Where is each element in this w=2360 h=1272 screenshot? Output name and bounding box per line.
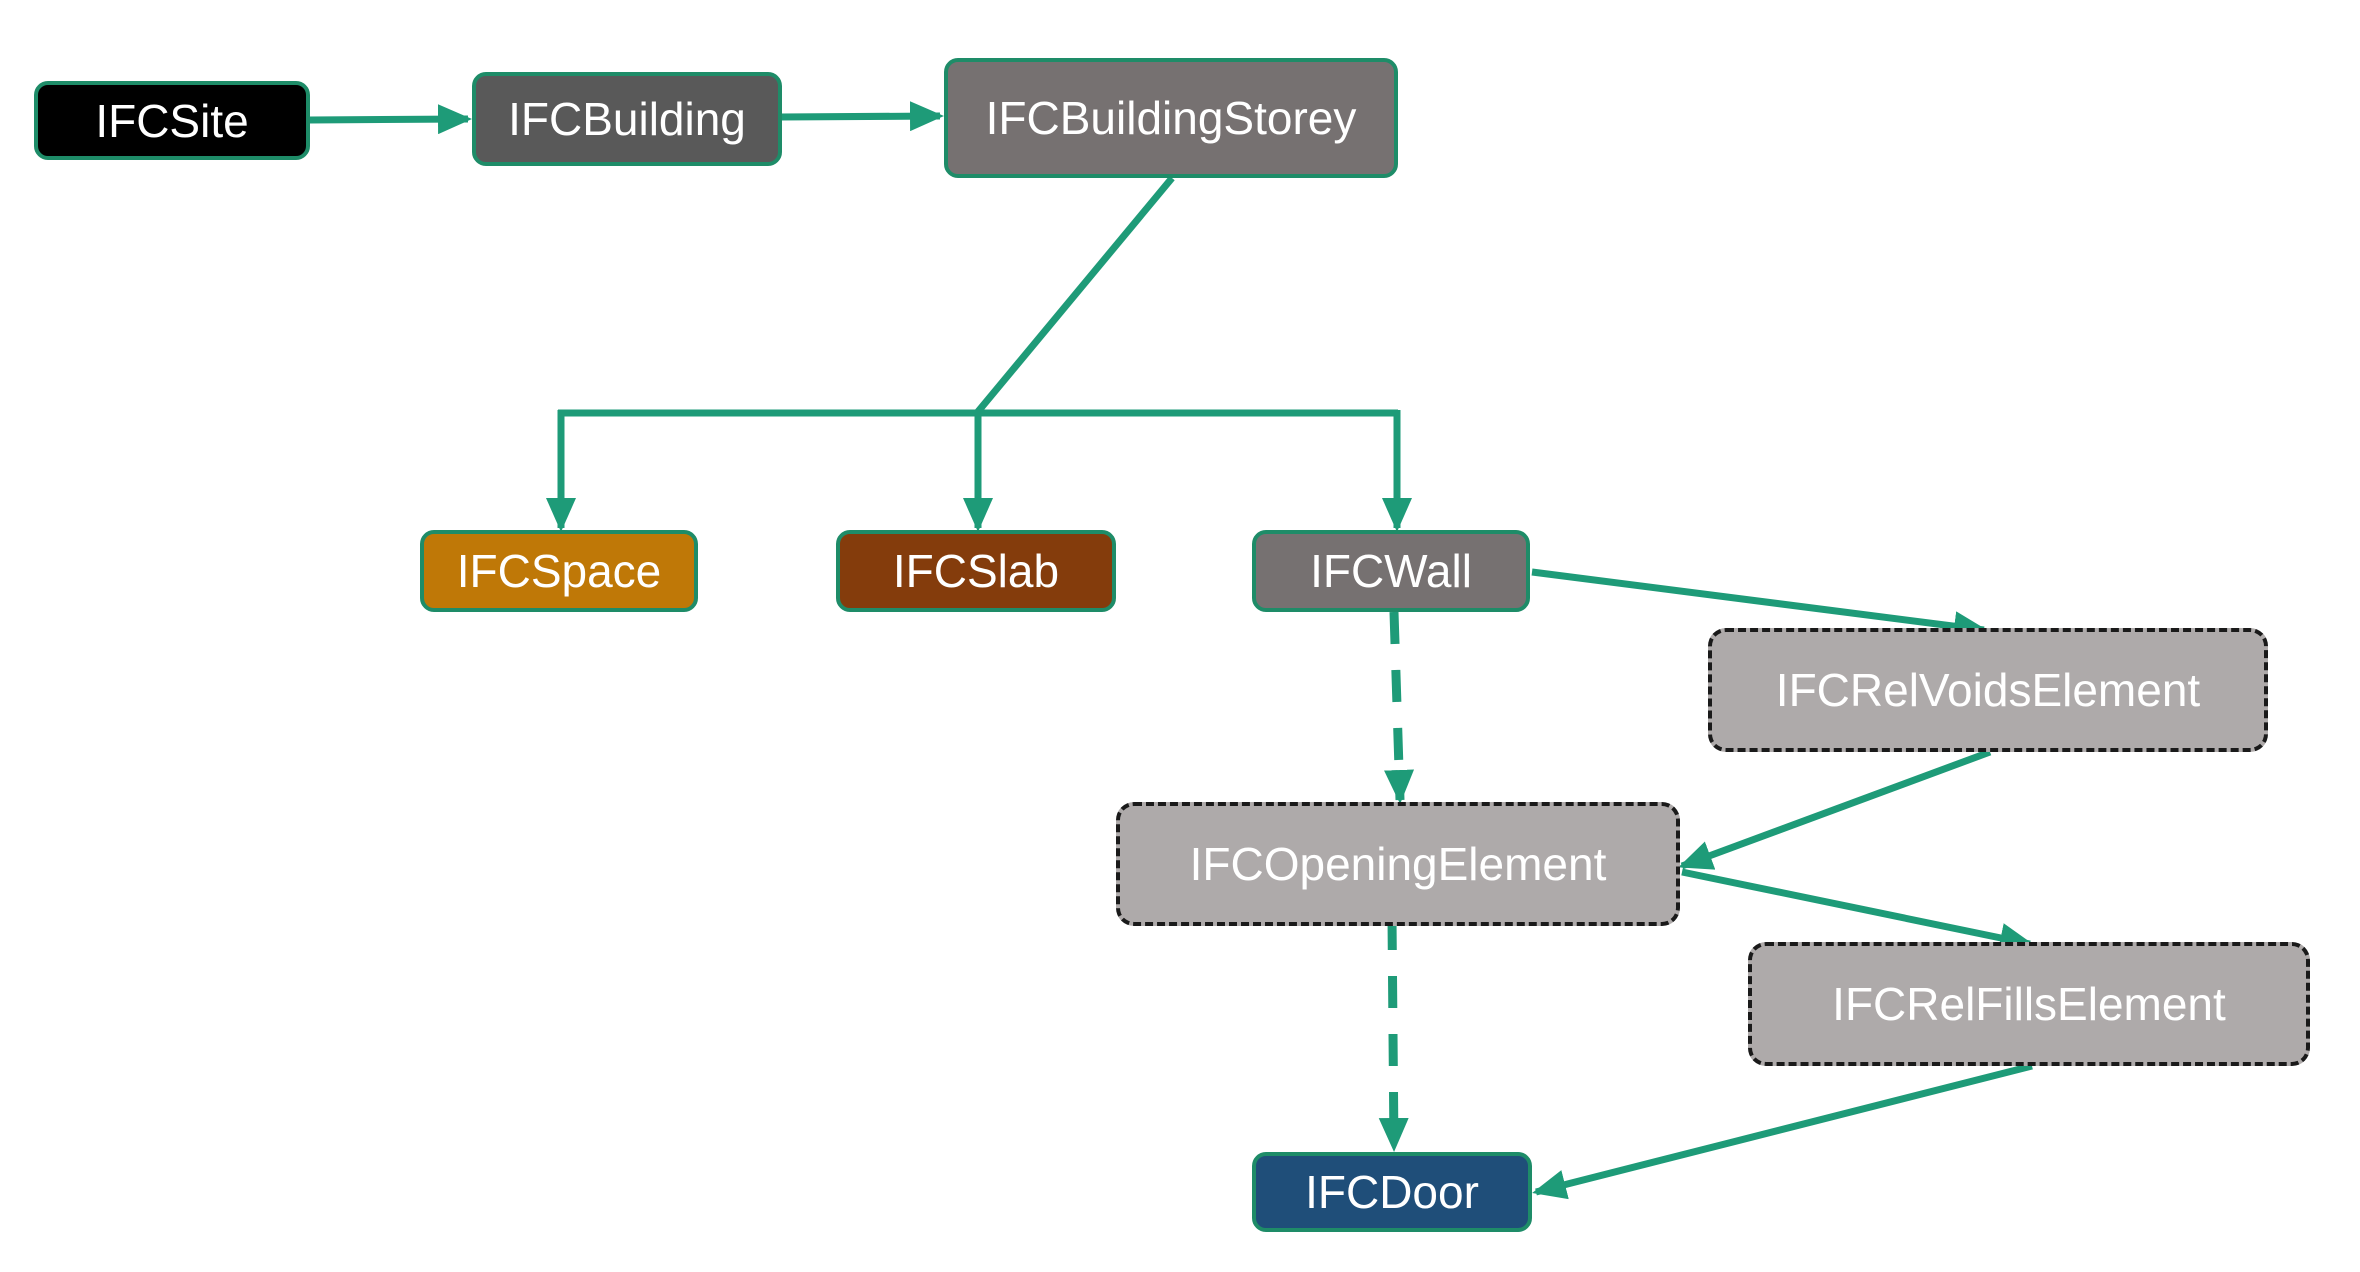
- ifcbuilding-label: IFCBuilding: [508, 93, 746, 145]
- ifcopeningelement-label: IFCOpeningElement: [1189, 838, 1607, 890]
- ifcrelvoidselement-node: IFCRelVoidsElement: [1708, 628, 2268, 752]
- edge-wall-relvoids: [1531, 568, 1988, 642]
- ifcspace-node: IFCSpace: [420, 530, 698, 612]
- edge-opening-relfills: [1681, 868, 2034, 953]
- ifcbuilding-node: IFCBuilding: [472, 72, 782, 166]
- edge-relvoids-opening: [1678, 748, 1992, 870]
- edge-wall-opening: [1384, 611, 1415, 804]
- ifcdoor-node: IFCDoor: [1252, 1152, 1532, 1232]
- ifcwall-node: IFCWall: [1252, 530, 1530, 612]
- ifcspace-label: IFCSpace: [456, 545, 662, 597]
- ifcopeningelement-node: IFCOpeningElement: [1116, 802, 1680, 926]
- edge-site-building: [309, 104, 472, 135]
- ifcrelfillselement-label: IFCRelFillsElement: [1832, 978, 2226, 1030]
- ifcrelvoidselement-label: IFCRelVoidsElement: [1775, 664, 2201, 716]
- ifcbuildingstorey-node: IFCBuildingStorey: [944, 58, 1398, 178]
- ifcrelfillselement-node: IFCRelFillsElement: [1748, 942, 2310, 1066]
- ifcwall-label: IFCWall: [1310, 545, 1472, 597]
- edge-relfills-door: [1532, 1062, 2033, 1200]
- ifcdoor-label: IFCDoor: [1305, 1166, 1479, 1218]
- ifcsite-node: IFCSite: [34, 81, 310, 160]
- edge-opening-door: [1378, 917, 1409, 1152]
- ifcslab-node: IFCSlab: [836, 530, 1116, 612]
- edge-building-storey: [779, 101, 944, 132]
- ifcslab-label: IFCSlab: [892, 545, 1060, 597]
- ifcbuildingstorey-label: IFCBuildingStorey: [985, 92, 1357, 144]
- ifcsite-label: IFCSite: [95, 94, 249, 147]
- edge-storey-trunk: [973, 175, 1175, 417]
